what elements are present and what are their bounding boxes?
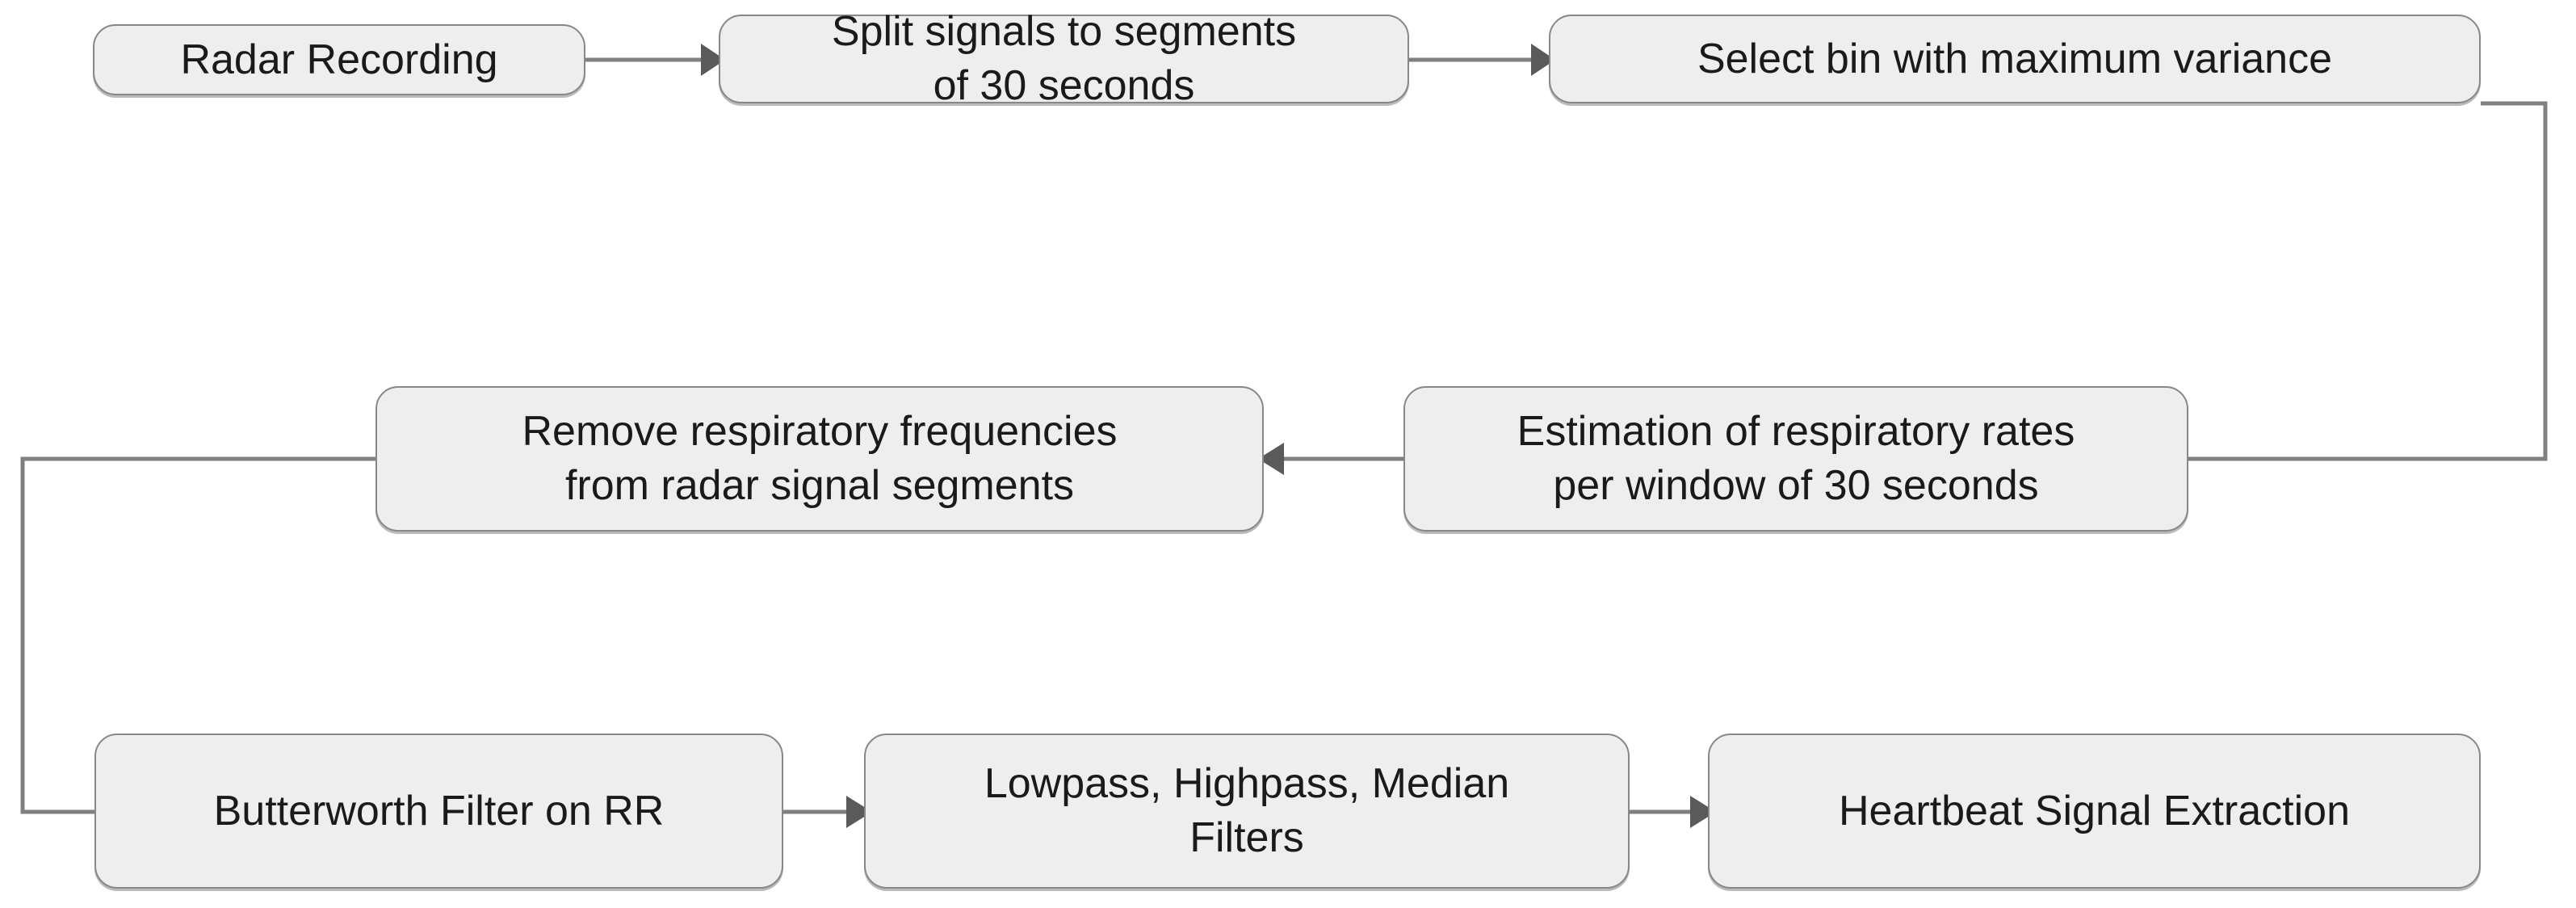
node-butterworth-filter[interactable]: Butterworth Filter on RR	[94, 734, 783, 889]
node-split-signals[interactable]: Split signals to segments of 30 seconds	[719, 8, 1409, 109]
node-heartbeat-extraction[interactable]: Heartbeat Signal Extraction	[1708, 734, 2481, 889]
node-radar-recording[interactable]: Radar Recording	[93, 24, 585, 95]
node-lowpass-highpass-median[interactable]: Lowpass, Highpass, Median Filters	[864, 734, 1630, 889]
edge-select-to-estimate	[2188, 101, 2548, 461]
node-remove-respiratory[interactable]: Remove respiratory frequencies from rada…	[375, 386, 1264, 532]
node-estimate-respiratory-rate[interactable]: Estimation of respiratory rates per wind…	[1403, 386, 2188, 532]
node-select-bin[interactable]: Select bin with maximum variance	[1549, 15, 2481, 103]
